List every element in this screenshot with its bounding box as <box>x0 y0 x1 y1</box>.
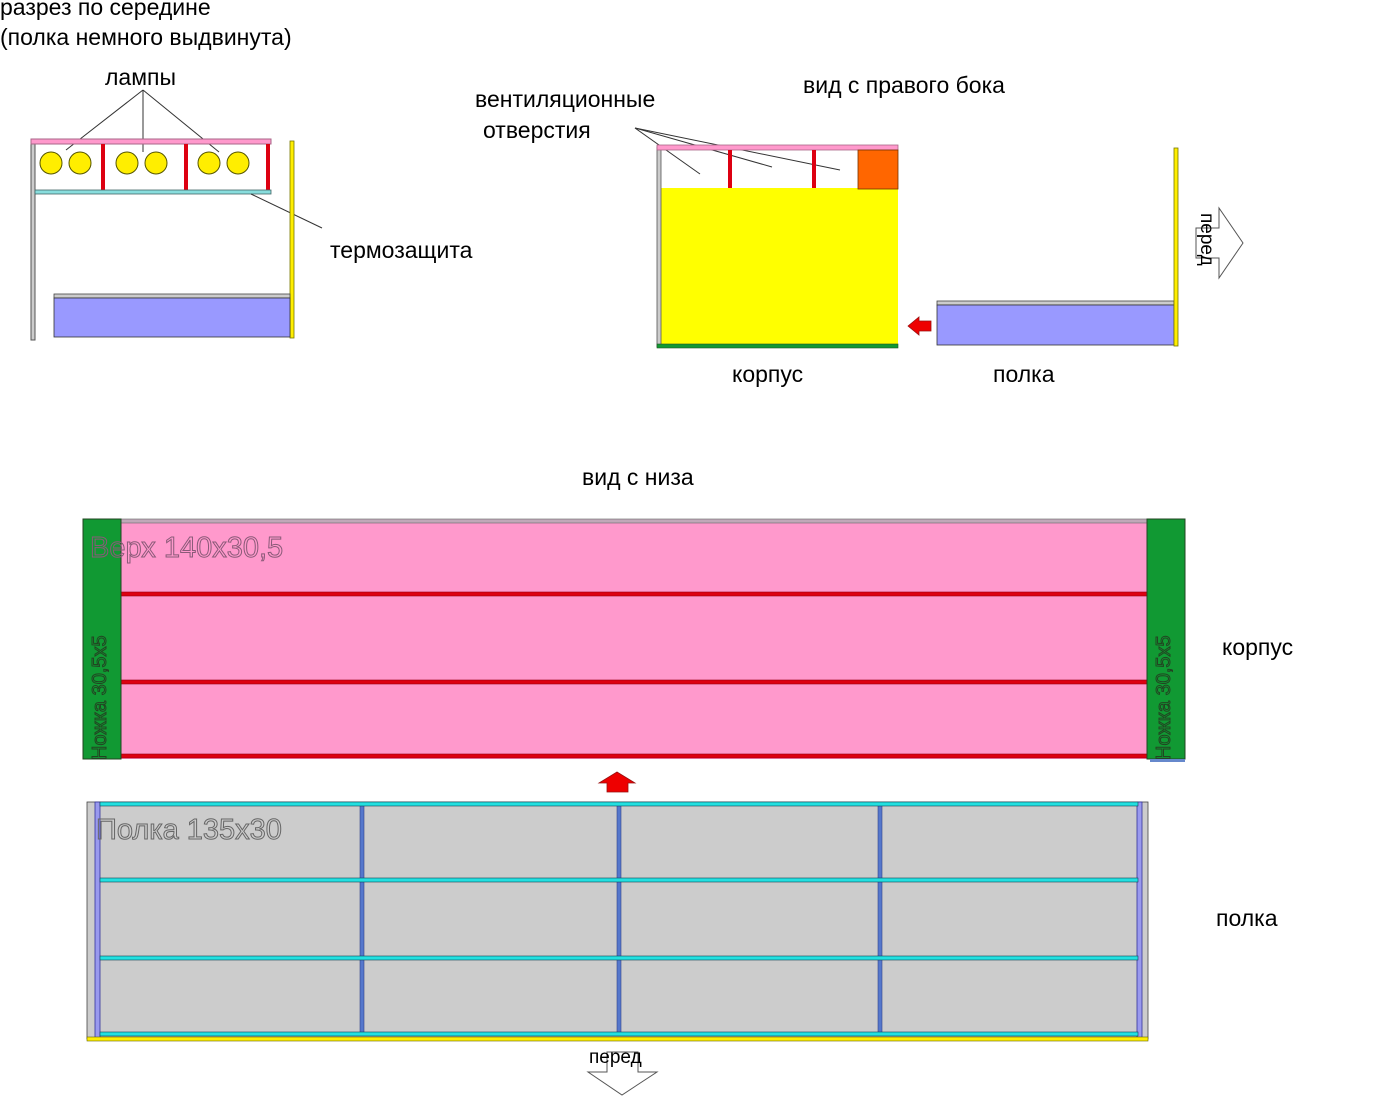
top-beam <box>120 753 1148 759</box>
bottom-shelf-label: полка <box>1216 905 1278 931</box>
bottom-front-label: перед <box>589 1047 642 1068</box>
shelf-rim <box>53 293 291 299</box>
side-front-panel <box>1173 147 1179 347</box>
lamp-icon <box>144 151 168 175</box>
leg-left-label: Ножка 30,5х5 <box>89 635 111 760</box>
front-arrow-down-icon <box>586 1051 659 1096</box>
leg-right-foot <box>1150 759 1185 762</box>
divider <box>184 144 188 190</box>
lamp-icon <box>115 151 139 175</box>
top-panel-label: Верх 140х30,5 <box>90 532 283 564</box>
beam <box>728 150 732 188</box>
leader-line-vents-1 <box>634 127 701 175</box>
bottom-view-shelf <box>86 801 1149 1096</box>
vents-label-line1: вентиляционные <box>475 86 656 112</box>
vents-label-line2: отверстия <box>483 117 591 143</box>
lamp-icon <box>39 151 63 175</box>
left-wall <box>30 140 36 341</box>
bottom-view-title: вид с низа <box>582 464 694 490</box>
shelf-cross-slat <box>359 802 365 1036</box>
top-panel <box>121 519 1147 759</box>
top-panel-edge <box>120 518 1148 524</box>
front-arrow-right-icon <box>1195 206 1244 280</box>
leader-line-thermal <box>250 193 323 229</box>
divider <box>101 144 105 190</box>
side-view-title: вид с правого бока <box>803 72 1005 98</box>
side-shelf-body <box>936 304 1175 346</box>
shelf-body <box>53 297 291 338</box>
shelf-side-rail-right <box>1136 801 1143 1039</box>
side-front-label: перед <box>1196 213 1217 266</box>
side-view <box>634 127 1244 349</box>
section-view <box>30 89 323 341</box>
body-top <box>656 144 899 151</box>
shelf-long-slat <box>99 801 1139 807</box>
side-shelf-rim <box>936 300 1175 306</box>
side-body-label: корпус <box>732 361 804 387</box>
lamps-label: лампы <box>105 64 177 90</box>
shelf-long-slat <box>99 877 1139 883</box>
top-beam <box>120 679 1148 685</box>
thermal-shield-label: термозащита <box>330 237 473 263</box>
thermal-shield <box>34 189 272 195</box>
side-shelf-label: полка <box>993 361 1055 387</box>
top-beam <box>120 591 1148 597</box>
lamp-icon <box>68 151 92 175</box>
shelf-cross-slat <box>616 802 622 1036</box>
lamps-group <box>39 151 250 175</box>
body-base <box>656 343 899 349</box>
leg-right-label: Ножка 30,5х5 <box>1153 635 1175 760</box>
orange-block <box>857 149 899 190</box>
section-title-line1: разрез по середине <box>0 0 211 20</box>
front-panel <box>289 140 295 339</box>
section-title-line2: (полка немного выдвинута) <box>0 24 292 50</box>
leg-right <box>1146 518 1186 760</box>
lamp-icon <box>197 151 221 175</box>
insert-arrow-up-icon <box>597 771 637 793</box>
shelf-cross-slat <box>877 802 883 1036</box>
top-board <box>30 138 272 145</box>
bottom-body-label: корпус <box>1222 634 1294 660</box>
body-back-wall <box>656 146 662 348</box>
leg-left <box>82 518 122 760</box>
body-interior <box>661 188 898 345</box>
beam <box>812 150 816 188</box>
shelf-long-slat <box>99 1031 1139 1037</box>
divider <box>266 144 270 190</box>
shelf-panel-label: Полка 135х30 <box>96 814 282 846</box>
shelf-front-edge <box>86 1036 1149 1042</box>
insert-arrow-left-icon <box>907 316 932 336</box>
bottom-view-body <box>82 518 1186 793</box>
shelf-long-slat <box>99 955 1139 961</box>
lamp-icon <box>226 151 250 175</box>
